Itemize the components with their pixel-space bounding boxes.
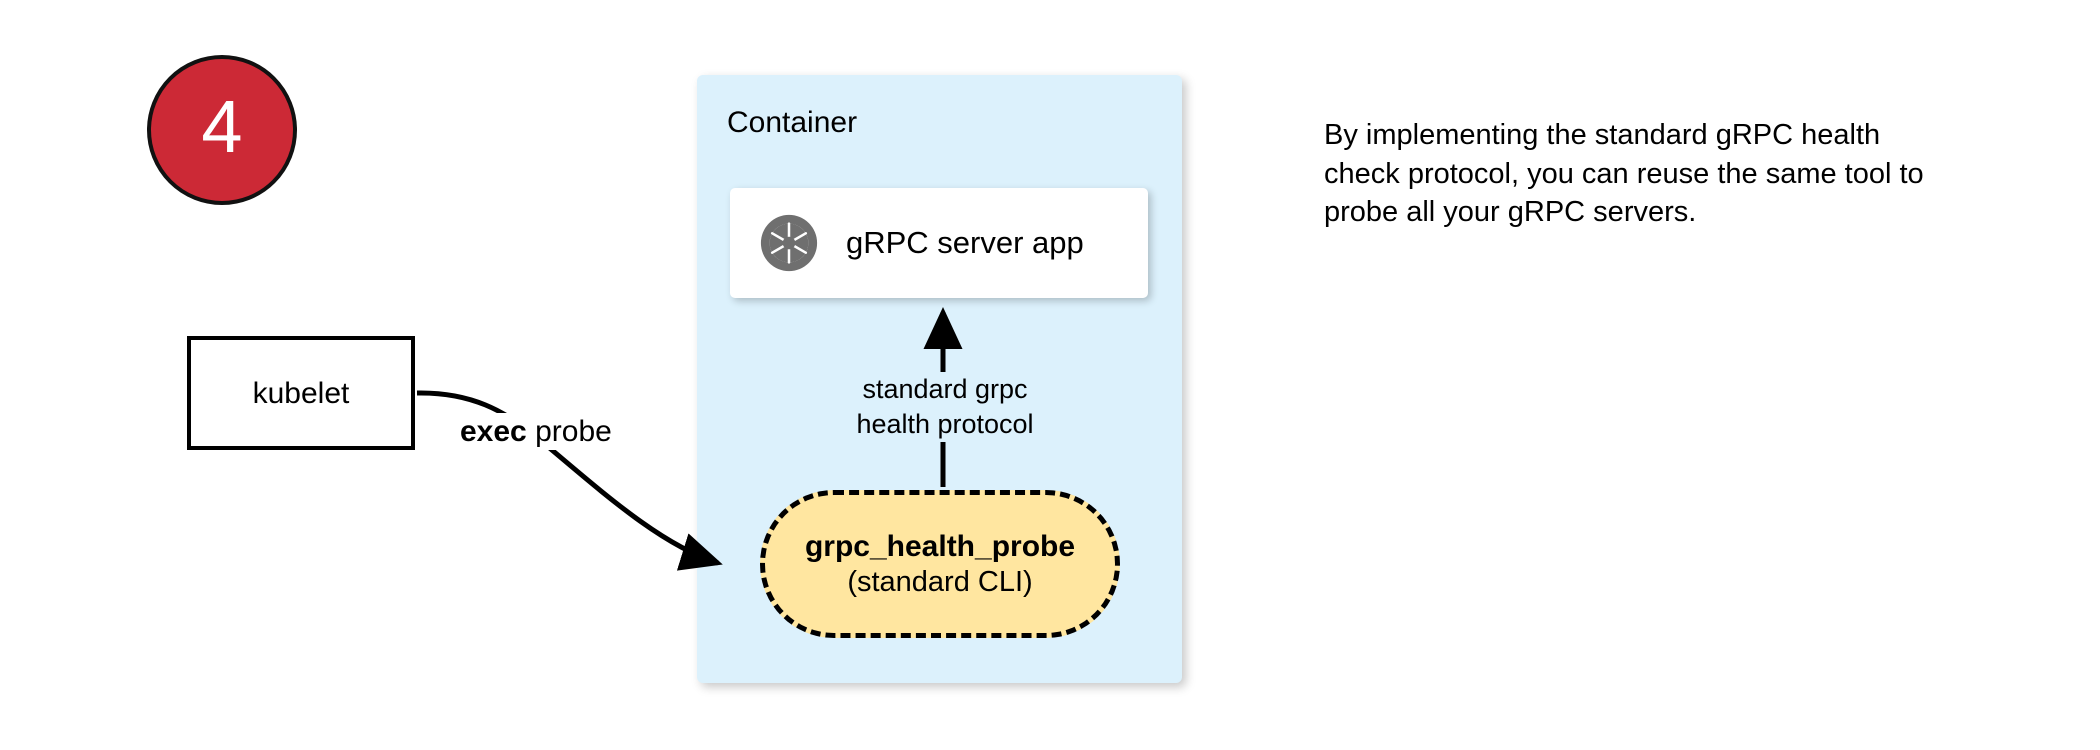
kubelet-node: kubelet [187,336,415,450]
health-protocol-label-line2: health protocol [830,406,1060,442]
exec-probe-label-bold: exec [460,415,527,448]
grpc-aperture-icon [760,214,818,272]
grpc-health-probe-node: grpc_health_probe (standard CLI) [760,490,1120,638]
grpc-server-app-label: gRPC server app [846,224,1084,260]
health-protocol-edge-label: standard grpc health protocol [830,372,1060,442]
step-number-badge: 4 [147,55,297,205]
grpc-health-probe-shape [760,490,1120,638]
grpc-health-probe-subtitle: (standard CLI) [847,565,1033,598]
grpc-health-probe-title: grpc_health_probe [804,530,1076,564]
kubelet-label: kubelet [252,376,350,410]
grpc-health-probe-text: grpc_health_probe (standard CLI) [760,490,1120,638]
exec-probe-label-rest: probe [526,415,612,448]
step-number-label: 4 [201,85,243,168]
container-title: Container [727,106,858,139]
health-protocol-label-line1: standard grpc [830,372,1060,407]
caption-text: By implementing the standard gRPC health… [1324,119,1924,229]
exec-probe-edge-label: exec probe [455,413,617,450]
grpc-server-app-card: gRPC server app [730,188,1148,298]
